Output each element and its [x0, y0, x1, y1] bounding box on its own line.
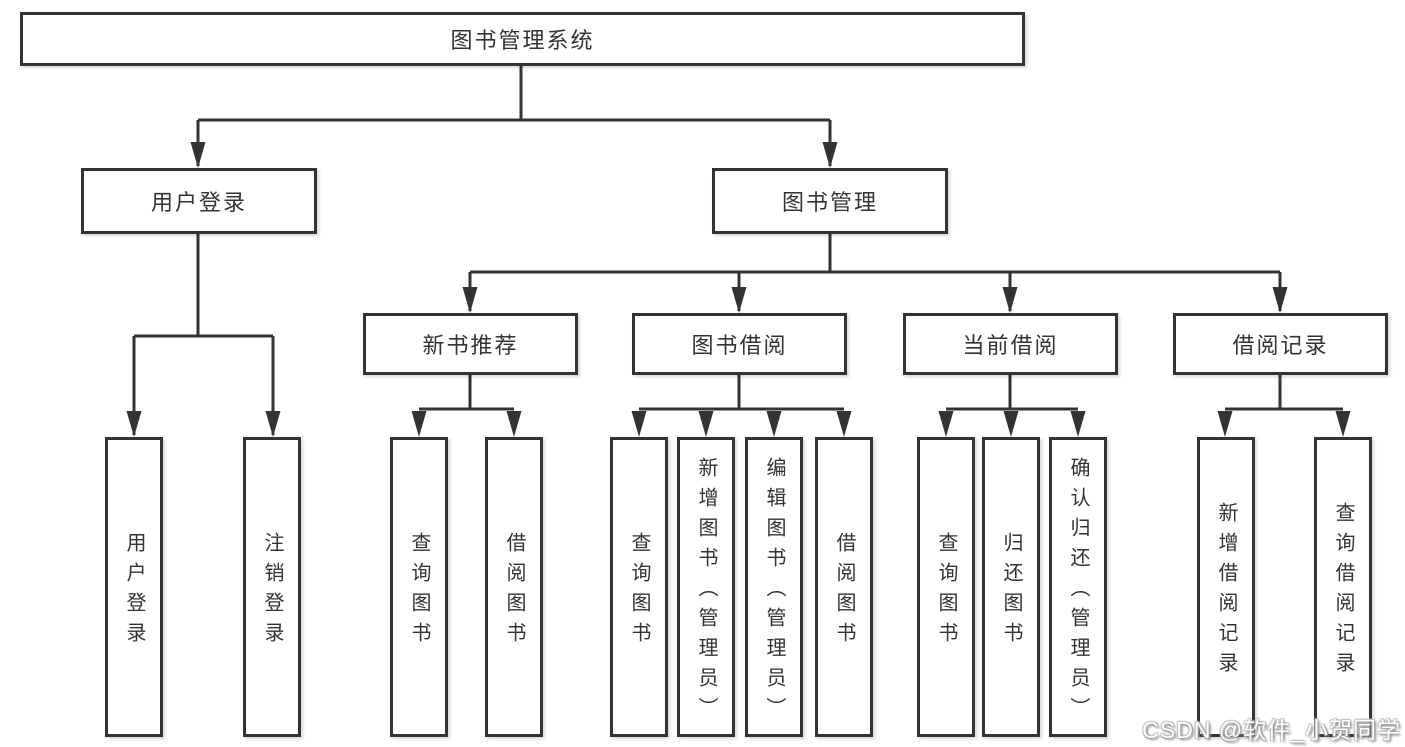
node-current-borrowing-label: 当前借阅	[962, 333, 1059, 358]
leaf-edit-books-admin-label: 编辑图书（管理员）	[763, 457, 785, 727]
leaf-query-books-borrowing: 查询图书	[610, 437, 668, 737]
node-borrow-records-label: 借阅记录	[1232, 333, 1329, 358]
leaf-add-borrow-record-label: 新增借阅记录	[1215, 502, 1237, 682]
leaf-query-books-recommend: 查询图书	[390, 437, 448, 737]
leaf-borrow-books-recommend-label: 借阅图书	[503, 532, 525, 652]
arrowheads	[126, 142, 1351, 437]
leaf-borrow-books-borrowing: 借阅图书	[815, 437, 873, 737]
node-current-borrowing: 当前借阅	[903, 313, 1118, 375]
leaf-add-books-admin-label: 新增图书（管理员）	[695, 457, 717, 727]
leaf-add-borrow-record: 新增借阅记录	[1197, 437, 1255, 737]
leaf-logout: 注销登录	[243, 437, 301, 737]
node-borrow-records: 借阅记录	[1173, 313, 1388, 375]
leaf-query-books-current-label: 查询图书	[935, 532, 957, 652]
node-new-book-recommend: 新书推荐	[363, 313, 578, 375]
node-user-login: 用户登录	[81, 168, 317, 234]
leaf-return-books-label: 归还图书	[1000, 532, 1022, 652]
watermark: CSDN @软件_小贺同学	[1142, 717, 1401, 743]
leaf-edit-books-admin: 编辑图书（管理员）	[745, 437, 803, 737]
leaf-query-books-recommend-label: 查询图书	[408, 532, 430, 652]
node-root-label: 图书管理系统	[450, 28, 595, 53]
leaf-query-books-current: 查询图书	[917, 437, 975, 737]
node-book-borrowing-label: 图书借阅	[691, 333, 788, 358]
leaf-return-books: 归还图书	[982, 437, 1040, 737]
leaf-add-books-admin: 新增图书（管理员）	[677, 437, 735, 737]
node-user-login-label: 用户登录	[150, 190, 247, 215]
leaf-confirm-return-admin-label: 确认归还（管理员）	[1067, 457, 1089, 727]
node-book-borrowing: 图书借阅	[632, 313, 847, 375]
leaf-user-login-label: 用户登录	[123, 532, 145, 652]
leaf-query-borrow-record: 查询借阅记录	[1314, 437, 1372, 737]
leaf-borrow-books-recommend: 借阅图书	[485, 437, 543, 737]
leaf-query-borrow-record-label: 查询借阅记录	[1332, 502, 1354, 682]
leaf-query-books-borrowing-label: 查询图书	[628, 532, 650, 652]
node-book-management: 图书管理	[712, 168, 948, 234]
node-new-book-recommend-label: 新书推荐	[422, 333, 519, 358]
leaf-borrow-books-borrowing-label: 借阅图书	[833, 532, 855, 652]
leaf-user-login: 用户登录	[105, 437, 163, 737]
leaf-logout-label: 注销登录	[261, 532, 283, 652]
node-book-management-label: 图书管理	[781, 190, 878, 215]
node-root: 图书管理系统	[20, 12, 1025, 66]
leaf-confirm-return-admin: 确认归还（管理员）	[1049, 437, 1107, 737]
